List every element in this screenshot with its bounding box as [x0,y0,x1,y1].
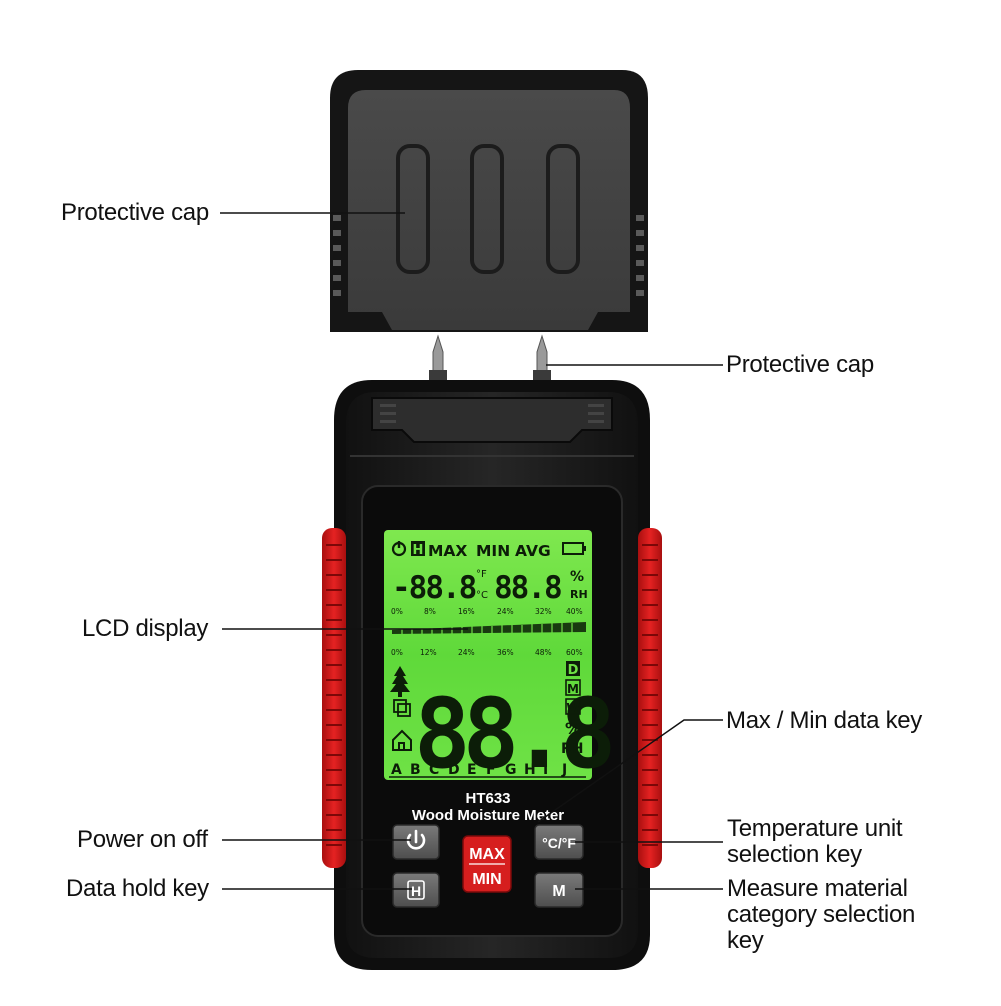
svg-text:H: H [524,762,536,778]
svg-text:F: F [486,762,496,778]
layers-icon [393,699,411,717]
power-icon [406,829,426,850]
svg-text:12%: 12% [420,648,437,657]
lcd-humidity-unit: RH [570,588,588,601]
svg-text:40%: 40% [566,607,583,616]
callout-power-key: Power on off [77,826,208,853]
right-red-grip [638,528,662,868]
power-button[interactable] [392,824,440,860]
lcd-moisture-pct: % [565,719,581,738]
power-status-icon [391,541,407,557]
svg-text:D: D [568,663,579,678]
lcd-moisture-rh: RH [561,741,584,757]
svg-text:C: C [429,762,439,778]
mode-label: M [552,883,565,900]
max-label: MAX [469,846,505,863]
lcd-scale-bottom: 0% 12% 24% 36% 48% 60% [391,648,583,657]
svg-text:32%: 32% [535,607,552,616]
svg-text:J: J [561,762,567,778]
callout-temp-unit-key: Temperature unit selection key [727,815,903,868]
callout-hold-key: Data hold key [66,875,209,902]
lcd-avg-label: AVG [515,542,551,560]
callout-lcd-display: LCD display [82,615,209,642]
svg-text:0%: 0% [391,648,403,657]
lcd-temperature-value: -88.8 [392,570,476,606]
house-icon [392,729,412,751]
callout-max-min-key: Max / Min data key [726,707,923,734]
lcd-humidity-value: 88.8 [494,570,561,606]
tree-icon [390,666,410,697]
min-label: MIN [472,871,501,888]
callout-material-key: Measure material category selection key [727,875,916,954]
svg-text:24%: 24% [497,607,514,616]
lcd-max-label: MAX [428,542,467,560]
svg-text:60%: 60% [566,648,583,657]
product-name: Wood Moisture Meter [412,807,564,824]
callout-protective-cap-top: Protective cap [61,199,209,226]
left-red-grip [322,528,346,868]
hold-indicator-letter: H [413,543,424,558]
svg-text:I: I [543,762,548,778]
lcd-display: H MAX MIN AVG -88.8 °F °C 88.8 % RH 0% 8… [384,530,619,790]
cap-grip-slot [470,144,504,274]
svg-text:M: M [567,682,579,696]
model-number: HT633 [465,790,510,807]
svg-text:W: W [566,701,579,715]
svg-text:B: B [410,762,421,778]
lcd-humidity-pct: % [570,569,584,585]
temp-unit-label: °C/°F [542,835,576,851]
lcd-unit-c: °C [476,590,488,601]
lcd-moisture-value: 88.8 [414,679,611,790]
svg-text:G: G [505,762,517,778]
leader-lines [220,212,723,890]
svg-text:48%: 48% [535,648,552,657]
svg-text:0%: 0% [391,607,403,616]
protective-cap [330,70,648,332]
svg-text:24%: 24% [458,648,475,657]
battery-icon [562,542,586,555]
temp-unit-button[interactable]: °C/°F [534,824,584,860]
svg-text:A: A [391,762,402,778]
cap-grip-slot [546,144,580,274]
svg-text:16%: 16% [458,607,475,616]
lcd-unit-f: °F [476,569,487,580]
mode-button[interactable]: M [534,872,584,908]
callout-protective-cap-probe: Protective cap [726,351,874,378]
hold-label: H [411,883,421,899]
max-min-button[interactable]: MAX MIN [462,835,512,893]
lcd-material-letters: A B C D E F G H I J [389,762,586,778]
svg-text:8%: 8% [424,607,436,616]
svg-text:E: E [467,762,477,778]
hold-indicator [411,541,425,556]
svg-text:D: D [448,762,460,778]
lcd-bar-graph [392,622,586,634]
svg-text:36%: 36% [497,648,514,657]
lcd-min-label: MIN [476,542,510,560]
cap-grip-slot [396,144,430,274]
hold-button[interactable]: H [392,872,440,908]
lcd-scale-top: 0% 8% 16% 24% 32% 40% [391,607,583,616]
lcd-mode-letters: D M W [565,661,581,715]
